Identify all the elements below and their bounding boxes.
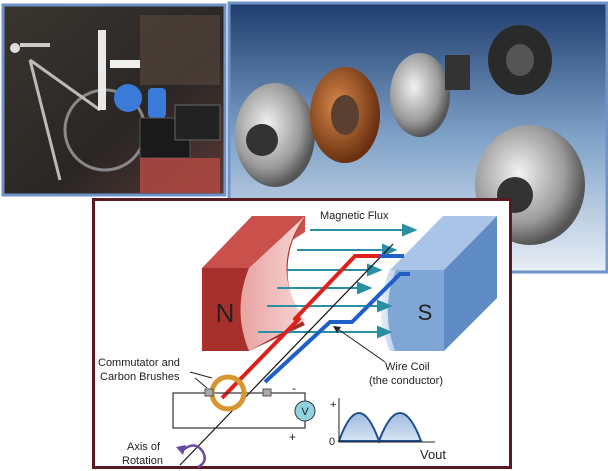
south-magnet: S: [381, 216, 497, 351]
minus-label: -: [292, 381, 296, 395]
graph-vout-label: Vout: [420, 447, 446, 462]
commutator-label-line1: Commutator and: [98, 357, 180, 369]
magnetic-flux-label: Magnetic Flux: [320, 210, 389, 222]
output-voltage-graph: + 0 Vout: [329, 398, 446, 462]
commutator-label-line2: Carbon Brushes: [100, 371, 180, 383]
red-wire: [220, 254, 382, 400]
plus-label: +: [289, 430, 296, 444]
wire-coil-label-line1: Wire Coil: [385, 361, 430, 373]
wire-coil-label-line2: (the conductor): [369, 375, 443, 387]
north-magnet: N: [202, 216, 305, 351]
generator-diagram: N S V - +: [92, 198, 512, 469]
voltmeter-label: V: [301, 406, 309, 418]
rotation-arrow-icon: [182, 444, 206, 469]
bike-generator-photo: [1, 3, 227, 197]
axis-label-line1: Axis of: [127, 441, 161, 453]
axis-label-line2: Rotation: [122, 455, 163, 467]
graph-zero-label: 0: [329, 436, 335, 448]
voltmeter: [294, 400, 316, 422]
carbon-brush-right: [262, 388, 272, 397]
south-label: S: [418, 300, 433, 325]
north-label: N: [216, 298, 235, 328]
blue-wire: [263, 272, 410, 384]
graph-plus-label: +: [330, 399, 336, 411]
carbon-brush-left: [204, 388, 214, 397]
